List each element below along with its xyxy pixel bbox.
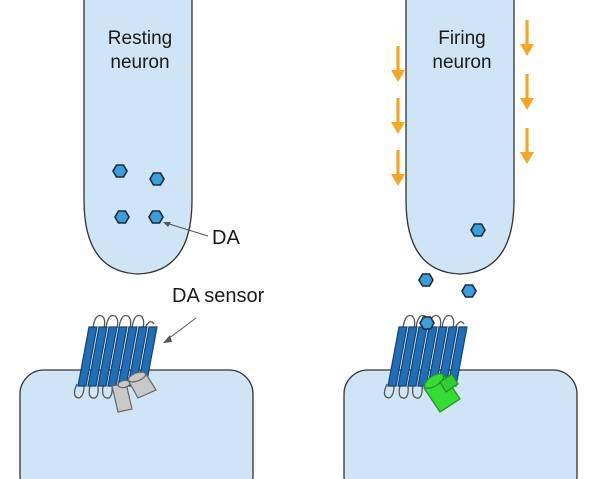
da-pointer-line (165, 222, 209, 237)
left-neuron-label-line1: Resting (108, 28, 172, 49)
da-label: DA (212, 227, 240, 249)
right-neuron-label-line1: Firing (438, 28, 486, 49)
left-dopamine-molecule (114, 210, 130, 224)
da-sensor-pointer-line (167, 317, 197, 340)
action-potential-arrow (389, 148, 407, 188)
right-dopamine-molecule (418, 273, 434, 287)
right-panel: Firing neuron (343, 0, 578, 479)
action-potential-arrow (389, 96, 407, 136)
right-sensor-barrel-active (423, 373, 461, 413)
action-potential-arrow (389, 44, 407, 84)
left-dopamine-molecule (149, 172, 165, 186)
da-sensor-pointer-arrowhead (163, 335, 172, 343)
right-neuron-label-line2: neuron (432, 52, 491, 73)
action-potential-arrow (518, 18, 536, 58)
right-da-sensor (383, 314, 468, 413)
right-postsynaptic-cell (343, 369, 578, 479)
da-sensor-label: DA sensor (172, 285, 265, 307)
left-dopamine-molecule (112, 164, 128, 178)
left-dopamine-molecule (148, 210, 164, 224)
right-presynaptic-terminal (405, 0, 515, 275)
bound-dopamine-molecule (419, 316, 435, 330)
left-neuron-label-line2: neuron (110, 52, 169, 73)
action-potential-arrow (518, 126, 536, 166)
right-dopamine-molecule (470, 223, 486, 237)
left-panel: Resting neuron DA DA sensor (19, 0, 265, 479)
action-potential-arrow (518, 72, 536, 112)
left-sensor-barrel-inactive (111, 371, 157, 413)
da-pointer-arrowhead (163, 222, 171, 227)
left-da-sensor (73, 314, 158, 413)
left-presynaptic-terminal (83, 0, 193, 275)
right-dopamine-molecule (461, 284, 477, 298)
